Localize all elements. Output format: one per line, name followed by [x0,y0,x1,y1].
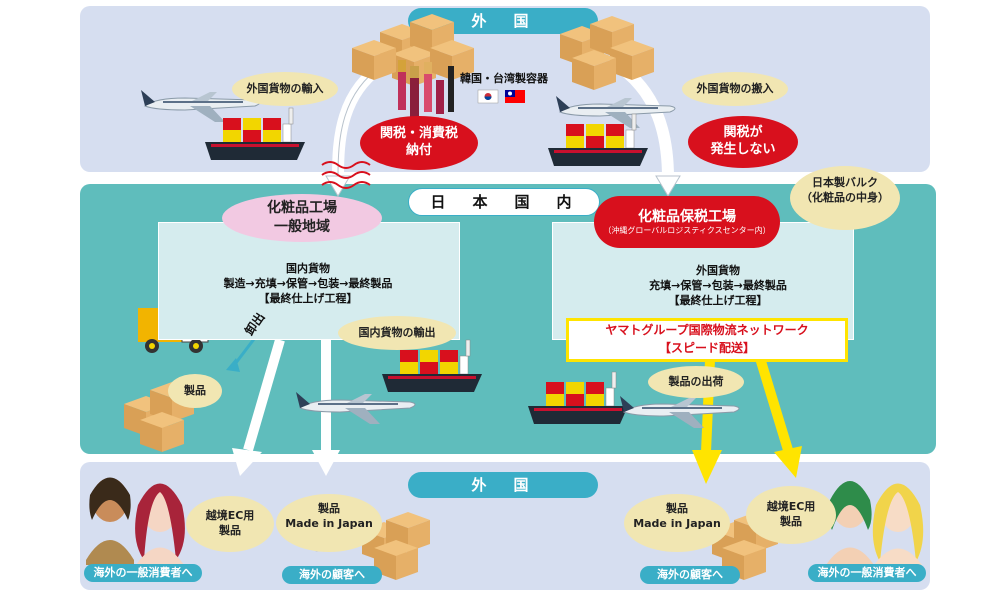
carry-in-bubble-text: 外国貨物の搬入 [696,81,774,95]
factory-general-title: 化粧品工場 一般地域 [222,194,382,242]
bonded-title: 化粧品保税工場 [637,208,736,225]
customer-right-label: 海外の顧客へ [640,566,740,584]
bonded-factory-title: 化粧品保税工場 （沖縄グローバルロジスティクスセンター内） [594,196,780,248]
bonded-process: 充填→保管→包装→最終製品 [649,278,787,292]
general-cargo: 国内貨物 [286,262,330,275]
tax-payment-bubble: 関税・消費税 納付 [360,116,478,170]
mij-right-line1: 製品 [665,502,688,516]
cb-right-line2: 製品 [780,515,802,528]
general-consumer-left-label: 海外の一般消費者へ [84,564,202,582]
domestic-product-bubble: 製品 [168,374,222,408]
tax-line2: 納付 [405,143,432,158]
no-tax-line2: 発生しない [710,142,776,157]
factory-general-line1: 化粧品工場 [267,200,337,217]
bulk-bubble: 日本製バルク （化粧品の中身） [790,166,900,230]
mij-left-line1: 製品 [317,502,340,516]
domestic-export-text: 国内貨物の輸出 [358,325,436,339]
general-consumer-right-label: 海外の一般消費者へ [808,564,926,582]
yamato-line1: ヤマトグループ国際物流ネットワーク [605,323,809,337]
cb-left-line2: 製品 [219,524,241,537]
cross-border-right-bubble: 越境EC用 製品 [746,486,836,544]
mij-right-line2: Made in Japan [633,517,721,530]
bonded-cargo: 外国貨物 [696,264,740,277]
domestic-export-bubble: 国内貨物の輸出 [338,316,456,350]
bulk-line1: 日本製バルク [812,176,878,190]
shipment-bubble: 製品の出荷 [648,366,744,398]
product-mij-left-bubble: 製品 Made in Japan [276,494,382,552]
mij-left-line2: Made in Japan [285,517,373,530]
factory-general-desc: 国内貨物 製造→充填→保管→包装→最終製品 【最終仕上げ工程】 [200,262,416,307]
factory-general-line2: 一般地域 [274,219,330,235]
yamato-network-box: ヤマトグループ国際物流ネットワーク 【スピード配送】 [566,318,848,362]
bulk-line2: （化粧品の中身） [801,191,889,204]
import-bubble-text: 外国貨物の輸入 [246,81,324,95]
general-process: 製造→充填→保管→包装→最終製品 [223,276,393,290]
carry-in-bubble: 外国貨物の搬入 [682,72,788,106]
customer-left-label: 海外の顧客へ [282,566,382,584]
bottom-region-label: 外 国 [408,472,598,498]
bonded-subtitle: （沖縄グローバルロジスティクスセンター内） [603,225,771,235]
general-final: 【最終仕上げ工程】 [258,291,358,305]
japan-region-label: 日 本 国 内 [408,188,600,216]
cross-border-left-bubble: 越境EC用 製品 [186,496,274,552]
bonded-final: 【最終仕上げ工程】 [668,293,768,307]
no-tax-bubble: 関税が 発生しない [688,116,798,168]
cb-right-line1: 越境EC用 [766,500,816,514]
factory-bonded-desc: 外国貨物 充填→保管→包装→最終製品 【最終仕上げ工程】 [630,264,806,309]
product-mij-right-bubble: 製品 Made in Japan [624,494,730,552]
no-tax-line1: 関税が [723,125,763,141]
korea-taiwan-label: 韓国・台湾製容器 [460,72,548,85]
domestic-product-text: 製品 [184,383,206,397]
import-bubble: 外国貨物の輸入 [232,72,338,106]
tax-line1: 関税・消費税 [379,126,458,142]
yamato-line2: 【スピード配送】 [658,341,755,355]
shipment-text: 製品の出荷 [668,374,724,388]
cb-left-line1: 越境EC用 [205,509,255,523]
